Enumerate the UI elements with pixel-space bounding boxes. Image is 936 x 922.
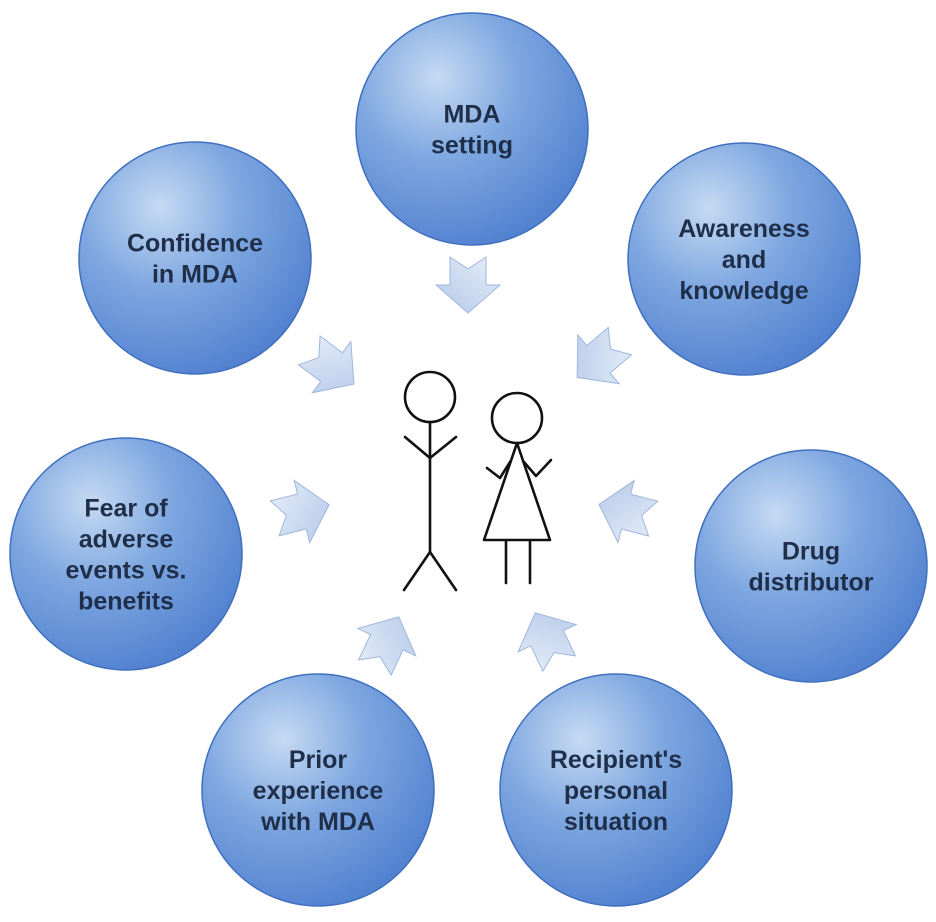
woman-arm-right [522, 458, 553, 478]
arrow-shape [269, 479, 330, 544]
factor-circle-shape [9, 437, 243, 671]
factor-label: MDA [444, 101, 501, 129]
arrow-shape [297, 335, 355, 394]
factor-label: personal [564, 777, 668, 805]
man-head [403, 370, 457, 424]
arrow-shape [434, 256, 502, 314]
arrow-shape [598, 479, 659, 544]
inward-arrow-icon [356, 616, 417, 677]
factor-circle-shape [78, 141, 312, 375]
arrow-shape [517, 612, 578, 673]
factor-circle-shape [201, 673, 435, 907]
factor-label: and [722, 246, 766, 274]
factor-circle-awareness: Awareness and knowledge [627, 142, 861, 376]
arrows-layer [269, 256, 659, 677]
arrow-shape [356, 616, 417, 677]
man-arms [403, 435, 458, 460]
factor-label: Confidence [127, 230, 263, 258]
factor-circle-fear-adverse: Fear of adverse events vs. benefits [9, 437, 243, 671]
factor-circle-drug-distributor: Drug distributor [694, 449, 928, 683]
inward-arrow-icon [598, 479, 659, 544]
factor-circle-recipient: Recipient's personal situation [499, 673, 733, 907]
factor-circle-prior-experience: Prior experience with MDA [201, 673, 435, 907]
factor-label: Fear of [84, 495, 168, 523]
factor-label: adverse [79, 526, 174, 554]
factor-label: experience [253, 777, 384, 805]
stick-figures-couple-icon [402, 370, 553, 592]
factor-label: Prior [289, 746, 348, 774]
man-figure-icon [402, 370, 458, 592]
factor-circle-shape [355, 12, 589, 246]
woman-arm-left [485, 460, 512, 480]
inward-arrow-icon [269, 479, 330, 544]
factor-label: benefits [78, 588, 174, 616]
man-legs [402, 550, 458, 592]
factor-circle-confidence: Confidence in MDA [78, 141, 312, 375]
factor-circle-shape [627, 142, 861, 376]
woman-figure-icon [482, 391, 553, 585]
factor-circle-shape [499, 673, 733, 907]
inward-arrow-icon [297, 335, 355, 394]
inward-arrow-icon [517, 612, 578, 673]
factor-label: Drug [782, 538, 840, 566]
factor-circle-shape [694, 449, 928, 683]
factor-label: setting [431, 132, 513, 160]
factor-circle-mda-setting: MDA setting [355, 12, 589, 246]
arrow-shape [576, 326, 633, 385]
factor-label: situation [564, 808, 668, 836]
inward-arrow-icon [576, 326, 633, 385]
factor-label: distributor [749, 569, 874, 597]
factor-label: in MDA [152, 261, 238, 289]
inward-arrow-icon [434, 256, 502, 314]
factor-label: events vs. [66, 557, 187, 585]
factor-label: Awareness [678, 215, 810, 243]
factor-label: Recipient's [550, 746, 682, 774]
woman-head [490, 391, 544, 445]
woman-dress [482, 441, 552, 542]
factor-label: knowledge [679, 277, 808, 305]
factor-label: with MDA [260, 808, 375, 836]
